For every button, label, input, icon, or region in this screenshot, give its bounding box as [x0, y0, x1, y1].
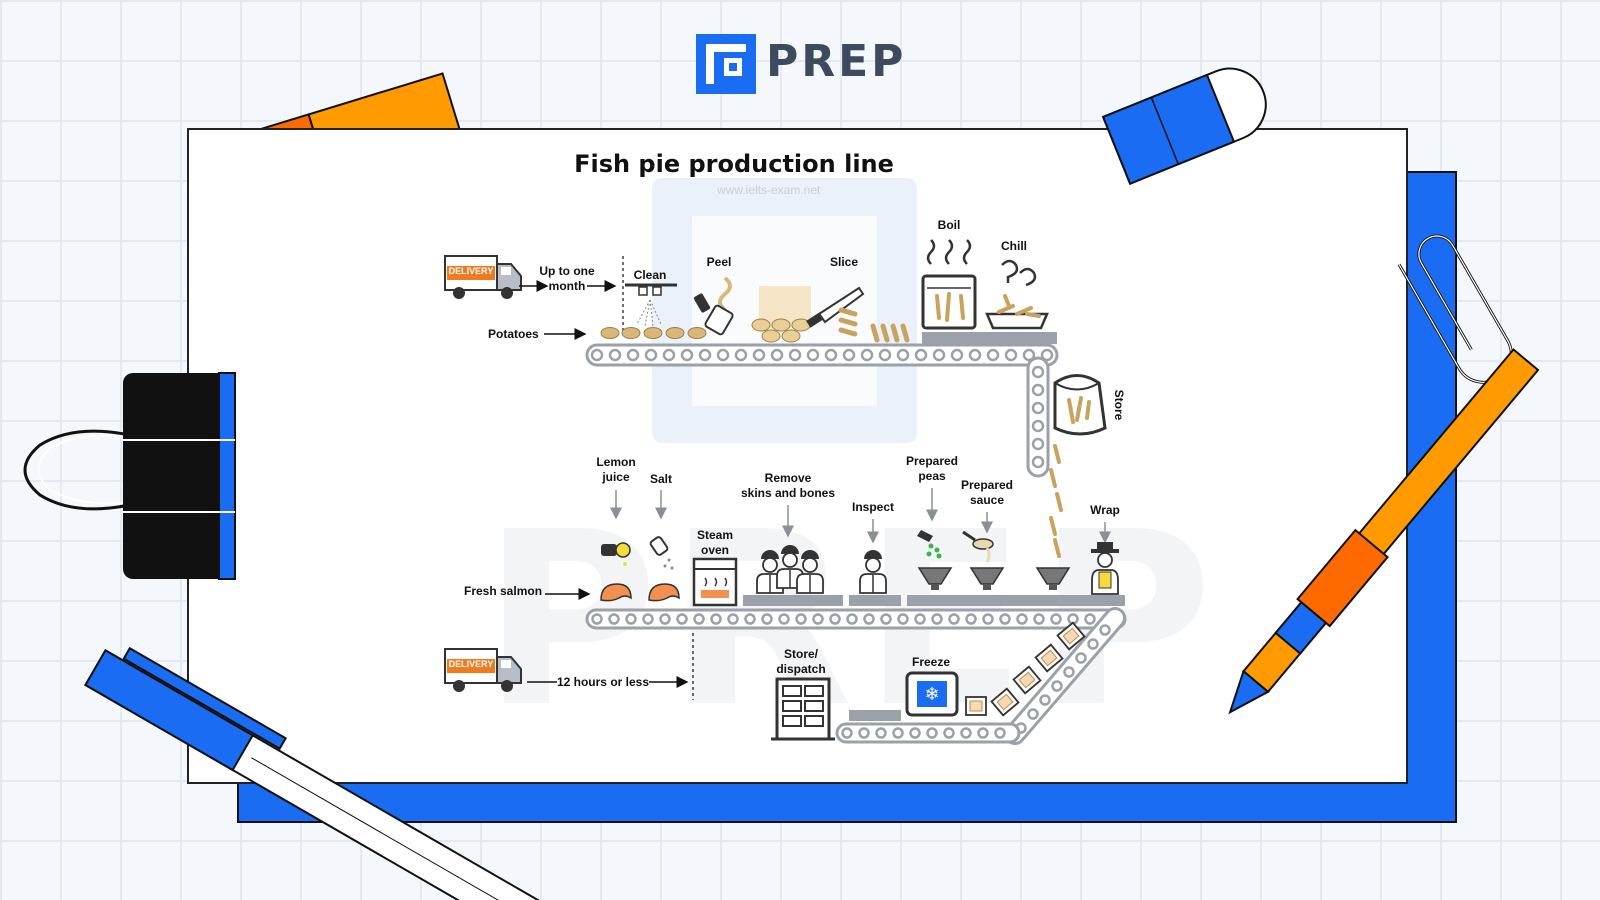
label-up-to-one-month-2: month — [549, 279, 586, 293]
pie-pack-icon — [965, 696, 987, 716]
spray-nozzles-icon — [625, 283, 677, 327]
blue-pen — [84, 646, 558, 900]
potatoes-icon — [600, 327, 707, 339]
salmon-steaks-icon — [600, 583, 680, 602]
conveyor-diagonal — [1004, 607, 1126, 745]
wrapper-worker-icon — [1091, 542, 1119, 595]
label-slice: Slice — [830, 255, 858, 269]
label-remove-2: skins and bones — [741, 486, 835, 500]
label-twelve-hours: 12 hours or less — [557, 675, 649, 689]
freezer-icon: ❄ — [905, 671, 959, 717]
eraser — [1101, 67, 1267, 185]
falling-slices-icon — [1049, 444, 1063, 558]
label-prepared-sauce-1: Prepared — [961, 478, 1013, 492]
delivery-truck-top — [444, 255, 522, 300]
storage-sack-icon — [1053, 374, 1107, 436]
boil-pot-icon — [921, 239, 977, 330]
watermark-url: www.ielts-exam.net — [716, 183, 821, 197]
label-clean: Clean — [634, 268, 667, 282]
diagram-title: Fish pie production line — [574, 150, 894, 178]
label-up-to-one-month-1: Up to one — [539, 264, 595, 278]
label-salt: Salt — [650, 472, 672, 486]
conveyor-vertical — [1026, 356, 1050, 478]
label-lemon-juice-1: Lemon — [596, 455, 635, 469]
brand-logo: PREP — [696, 34, 916, 98]
label-store-dispatch-1: Store/ — [784, 647, 819, 661]
warehouse-icon — [771, 677, 835, 741]
fish-pie-diagram: PREP www.ielts-exam.net Fish pie product… — [444, 150, 1213, 760]
label-store-dispatch-2: dispatch — [776, 662, 825, 676]
label-boil: Boil — [938, 218, 961, 232]
sauce-ladle-icon — [962, 530, 994, 563]
brand-name: PREP — [766, 36, 907, 87]
label-store: Store — [1112, 390, 1126, 421]
label-potatoes: Potatoes — [488, 327, 539, 341]
peeled-potatoes-icon — [751, 318, 811, 343]
orange-pen — [1228, 348, 1540, 715]
peas-pan-icon — [917, 530, 942, 559]
snowflake-icon: ❄ — [924, 684, 939, 705]
binder-clip — [23, 372, 236, 580]
label-prepared-peas-1: Prepared — [906, 454, 958, 468]
conveyor-freeze-line — [835, 710, 1021, 744]
steam-oven-icon — [692, 557, 738, 607]
label-steam-oven-2: oven — [701, 543, 729, 557]
label-prepared-sauce-2: sauce — [970, 493, 1004, 507]
label-chill: Chill — [1001, 239, 1027, 253]
truck-sign-top: DELIVERY — [449, 266, 494, 276]
label-prepared-peas-2: peas — [918, 469, 946, 483]
lemon-squeeze-icon — [601, 542, 631, 566]
conveyor-bottom — [585, 595, 1127, 630]
label-peel: Peel — [707, 255, 732, 269]
knife-icon — [806, 286, 865, 328]
label-freeze: Freeze — [912, 655, 950, 669]
peeler-icon — [693, 276, 734, 336]
salt-shaker-icon — [649, 536, 674, 570]
label-remove-1: Remove — [765, 471, 812, 485]
paper-clip — [1397, 234, 1513, 384]
prep-logo-icon — [696, 34, 756, 94]
chill-tray-icon — [985, 259, 1049, 330]
label-lemon-juice-2: juice — [601, 470, 630, 484]
potato-slices-icon — [838, 307, 910, 343]
label-steam-oven-1: Steam — [697, 528, 733, 542]
conveyor-top — [585, 332, 1059, 367]
label-fresh-salmon: Fresh salmon — [464, 584, 542, 598]
label-wrap: Wrap — [1090, 503, 1120, 517]
label-inspect: Inspect — [852, 500, 894, 514]
truck-sign-bottom: DELIVERY — [449, 659, 494, 669]
